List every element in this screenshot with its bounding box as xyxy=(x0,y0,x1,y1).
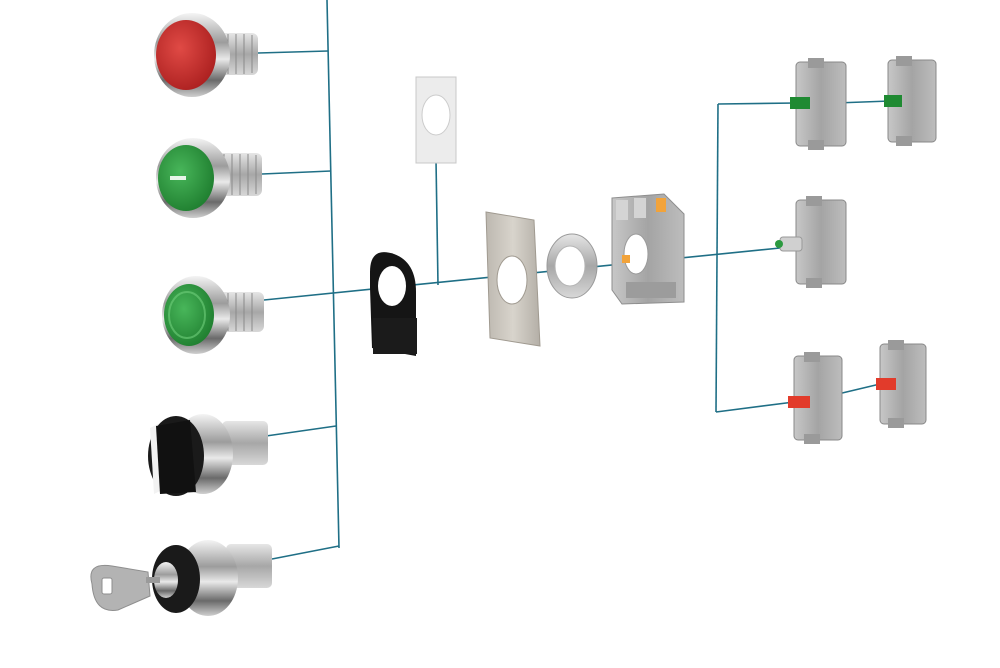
contact-block-nc-red-1 xyxy=(788,352,843,444)
led-lamp-block xyxy=(775,196,847,288)
black-label-holder xyxy=(370,252,417,356)
contact-block-no-green-2 xyxy=(884,56,937,146)
connector-selector-switch xyxy=(265,425,337,437)
connector-green-marked-button xyxy=(261,170,332,175)
connector-nc-block-1 xyxy=(715,401,795,413)
key-switch-with-key xyxy=(90,540,272,616)
connector-no-block-1 xyxy=(717,102,797,105)
selector-switch-black-lever xyxy=(148,414,268,496)
metal-panel-plate xyxy=(485,211,541,347)
contact-block-nc-red-2 xyxy=(876,340,927,428)
contact-block-no-green-1 xyxy=(790,58,847,150)
connector-nc-blocks-link xyxy=(837,383,881,395)
mounting-adapter-base xyxy=(611,193,685,305)
green-illuminated-pushbutton xyxy=(162,276,264,354)
connector-red-button xyxy=(257,50,329,54)
marking-strip xyxy=(170,176,186,180)
ring-nut xyxy=(546,233,598,299)
green-flush-pushbutton-with-marking xyxy=(156,138,262,218)
red-flush-pushbutton xyxy=(154,13,258,97)
label-plate-drop-line xyxy=(435,159,439,286)
left-bus-line xyxy=(326,0,340,549)
right-bus-line xyxy=(715,103,719,413)
white-label-plate xyxy=(415,76,457,164)
connector-key-switch xyxy=(271,545,340,560)
